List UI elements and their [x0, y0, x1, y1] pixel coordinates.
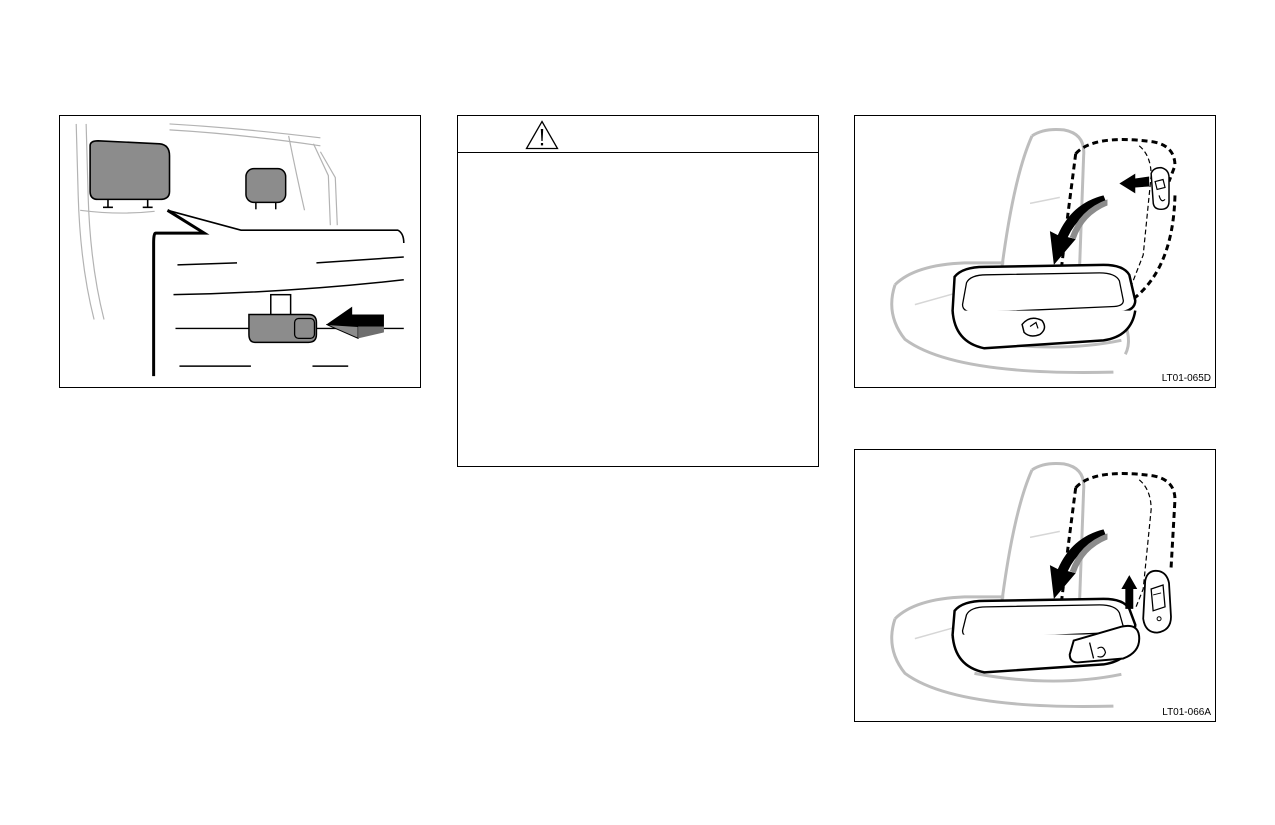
headrest-figure: [59, 115, 421, 388]
arrow-down-icon: [1049, 529, 1108, 599]
latch-icon: [1150, 166, 1170, 211]
arrow-down-icon: [1049, 195, 1108, 265]
figure-code: LT01-065D: [1161, 373, 1211, 384]
warning-header: [458, 116, 818, 153]
headrest-icon: [89, 140, 171, 209]
warning-triangle-icon: [525, 120, 559, 150]
headrest-illustration: [75, 123, 405, 377]
arrow-left-icon: [1119, 173, 1150, 194]
seat-fold-figure-1: LT01-065D: [854, 115, 1216, 388]
arrow-up-icon: [1121, 575, 1138, 609]
arrow-left-icon: [326, 306, 384, 340]
seat-icon: [951, 263, 1137, 350]
seat-fold-illustration-2: [890, 462, 1177, 708]
latch-icon: [1142, 569, 1172, 634]
seat-fold-illustration-1: [890, 128, 1177, 374]
rear-headrest-icon: [245, 167, 287, 210]
figure-code: LT01-066A: [1162, 707, 1211, 718]
seat-fold-figure-2: LT01-066A: [854, 449, 1216, 722]
warning-box: [457, 115, 819, 467]
lock-knob-icon: [248, 313, 318, 344]
seat-icon: [951, 597, 1141, 674]
